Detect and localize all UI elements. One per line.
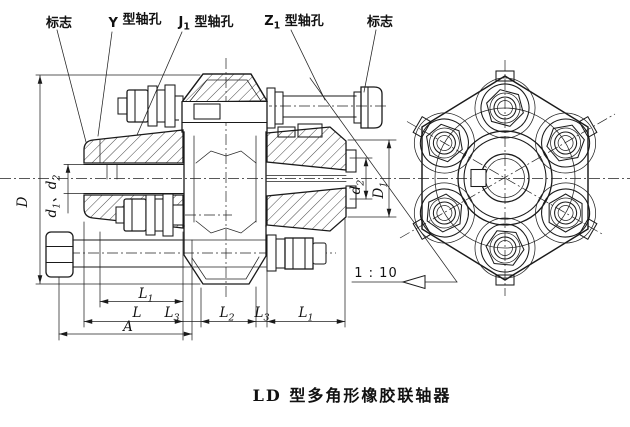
dim-L3-right: L3	[253, 305, 269, 324]
right-hub-step-lower	[345, 185, 357, 209]
hub-circle-outer	[457, 130, 553, 226]
dim-L1-left: L1	[99, 286, 184, 305]
callouts: 标志 Y 型轴孔 J1 型轴孔 Z1 型轴孔 标志	[45, 12, 393, 143]
rubber-element	[179, 73, 269, 285]
dim-L: L	[83, 305, 184, 324]
dim-label-A: A	[121, 319, 133, 335]
label-mark-left: 标志	[45, 15, 72, 31]
dim-label-L2: L2	[218, 305, 234, 324]
dim-d1-d2: d1、d2	[44, 164, 71, 218]
mid-left-bolt	[115, 193, 184, 237]
taper-annotation: 1 : 10	[309, 77, 458, 290]
right-hub-lower-flange	[266, 187, 347, 232]
dim-label-d1-d2: d1、d2	[44, 175, 63, 218]
bottom-bolt	[45, 231, 327, 278]
hexagon-outline	[421, 75, 589, 281]
left-hub-upper-flange	[83, 129, 184, 164]
right-hub-step-upper	[345, 149, 357, 173]
dim-label-L1-left: L1	[137, 286, 153, 305]
dim-L2: L2	[200, 305, 257, 324]
dim-L1-right: L1	[266, 305, 346, 324]
dim-label-D: D	[15, 196, 31, 208]
keyway	[470, 168, 487, 188]
label-y-shaft-hole: Y 型轴孔	[108, 12, 162, 32]
right-hub-upper-flange	[266, 126, 347, 171]
dim-label-L3-left: L3	[163, 305, 179, 324]
dim-label-L: L	[132, 305, 142, 321]
label-z1-shaft-hole: Z1 型轴孔	[264, 13, 324, 32]
dim-D1: D1	[371, 139, 392, 218]
dim-label-L3-right: L3	[253, 305, 269, 324]
dim-label-D1: D1	[371, 182, 390, 200]
right-bolt-head	[360, 86, 383, 129]
bolt-pitch-circle	[434, 107, 576, 249]
dim-A: A	[58, 319, 193, 337]
dim-d2: d2	[348, 157, 369, 200]
taper-arrow-icon	[401, 274, 426, 290]
dim-L3-left: L3	[163, 305, 202, 324]
figure-caption: LD 型多角形橡胶联轴器	[253, 386, 452, 405]
dim-label-L1-right: L1	[297, 305, 313, 324]
label-j1-shaft-hole: J1 型轴孔	[178, 14, 234, 33]
dim-label-d2: d2	[348, 180, 367, 195]
dim-D: D	[15, 75, 43, 284]
taper-ratio-label: 1 : 10	[354, 266, 397, 281]
label-mark-right: 标志	[366, 14, 393, 30]
hex-end-view	[399, 60, 616, 296]
front-section-view	[45, 73, 383, 285]
hub-circle-inner	[463, 136, 547, 220]
dimensions: D d1、d2 d2 D1 L1 L L3 L2	[15, 74, 397, 341]
